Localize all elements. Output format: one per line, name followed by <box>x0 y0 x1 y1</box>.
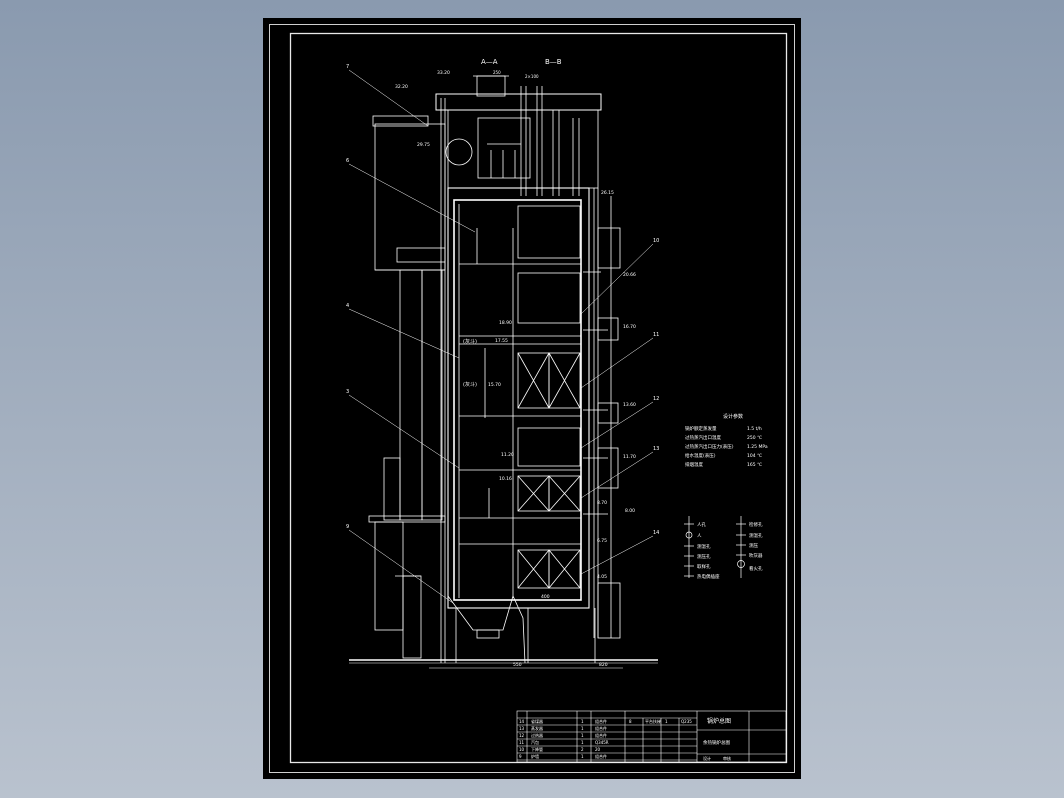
bom-material-6: 组合件 <box>595 753 607 759</box>
elevation-11: 11.20 <box>501 452 514 458</box>
legend-left-6: 热电偶插座 <box>697 573 720 580</box>
section-label-b: B—B <box>545 58 562 66</box>
boiler-elevation <box>348 69 658 669</box>
legend-right-3: 测压 <box>749 542 758 549</box>
bom-name-7: 平台扶梯 <box>645 718 661 724</box>
elevation-8: 16.70 <box>623 324 636 330</box>
bom-name-5: 下降管 <box>531 746 543 752</box>
param-value-1: 1.5 t/h <box>747 426 762 432</box>
interior-label-1: (灰斗) <box>463 338 477 345</box>
bom-no-4: 11 <box>519 740 525 745</box>
legend-right-2: 测温孔 <box>749 532 763 539</box>
callout-3: 3 <box>346 389 349 395</box>
param-label-2: 过热蒸汽出口温度 <box>685 434 721 441</box>
boiler-drawing: A—A B—B 250 2×100 7 6 4 3 9 10 11 12 13 … <box>269 24 795 773</box>
bottom-dim-2: 820 <box>599 662 608 668</box>
bom-no-6: 9 <box>519 754 522 759</box>
bom-qty-5: 2 <box>581 747 584 752</box>
outer-frame <box>269 24 795 773</box>
callout-7: 7 <box>346 64 349 70</box>
bottom-dim-1: 550 <box>513 662 522 668</box>
legend-right-1: 检修孔 <box>749 521 763 528</box>
elevation-7: 17.55 <box>495 338 508 344</box>
params-title: 设计参数 <box>723 413 743 420</box>
legend-right-4: 吹灰器 <box>749 552 763 559</box>
bom-qty-7: 1 <box>665 719 668 724</box>
elevation-4: 26.15 <box>601 190 614 196</box>
bom-name-6: 炉墙 <box>531 753 539 759</box>
callout-11: 11 <box>653 332 659 338</box>
top-dim-1: 250 <box>493 70 501 75</box>
bom-qty-6: 1 <box>581 754 584 759</box>
elevation-17: 4.05 <box>597 574 607 580</box>
legend-left-3: 测温孔 <box>697 543 711 550</box>
interior-label-2: (灰斗) <box>463 381 477 388</box>
param-label-5: 排烟温度 <box>685 461 703 468</box>
bom-material-1: 组合件 <box>595 718 607 724</box>
elevation-9: 15.70 <box>488 382 501 388</box>
callout-12: 12 <box>653 396 659 402</box>
title-block <box>516 710 787 763</box>
elevation-6: 18.90 <box>499 320 512 326</box>
bom-name-1: 省煤器 <box>531 718 543 724</box>
param-value-4: 104 ℃ <box>747 453 762 459</box>
legend-left-4: 测压孔 <box>697 553 711 560</box>
legend-left-1: 人孔 <box>697 521 706 528</box>
elevation-12: 11.70 <box>623 454 636 460</box>
elevation-2: 32.20 <box>395 84 408 90</box>
elevation-13: 10.16 <box>499 476 512 482</box>
bom-qty-2: 1 <box>581 726 584 731</box>
elevation-1: 33.20 <box>437 70 450 76</box>
inner-frame <box>289 32 788 764</box>
callout-13: 13 <box>653 446 659 452</box>
section-label-a: A—A <box>481 58 498 66</box>
param-label-3: 过热蒸汽出口压力(表压) <box>685 443 734 450</box>
legend-right-5: 看火孔 <box>749 565 763 572</box>
callout-6: 6 <box>346 158 349 164</box>
callout-14: 14 <box>653 530 659 536</box>
bom-material-2: 组合件 <box>595 725 607 731</box>
param-label-4: 给水温度(表压) <box>685 452 716 459</box>
callout-4: 4 <box>346 303 349 309</box>
elevation-5: 20.66 <box>623 272 636 278</box>
title-block-footer-1: 设计 <box>703 755 711 761</box>
title-block-footer-2: 审核 <box>723 755 731 761</box>
bom-qty-4: 1 <box>581 740 584 745</box>
param-value-3: 1.25 MPa <box>747 444 768 450</box>
bom-name-2: 蒸发器 <box>531 725 543 731</box>
top-dim-2: 2×100 <box>525 74 539 79</box>
bom-no-5: 10 <box>519 747 525 752</box>
callout-9: 9 <box>346 524 349 530</box>
callout-10: 10 <box>653 238 659 244</box>
bottom-dim-3: 400 <box>541 594 550 600</box>
elevation-15: 8.00 <box>625 508 635 514</box>
symbol-legend <box>684 516 746 578</box>
bom-no-2: 13 <box>519 726 525 731</box>
param-value-2: 250 ℃ <box>747 435 762 441</box>
bom-material-7: Q235 <box>681 719 692 724</box>
bom-qty-1: 1 <box>581 719 584 724</box>
bom-qty-3: 1 <box>581 733 584 738</box>
bom-material-5: 20 <box>595 747 601 752</box>
params-table: 设计参数 锅炉额定蒸发量 1.5 t/h 过热蒸汽出口温度 250 ℃ 过热蒸汽… <box>685 413 768 468</box>
legend-left-2: 人 <box>697 533 702 539</box>
bom-no-3: 12 <box>519 733 525 738</box>
title-block-subtitle: 余热锅炉总图 <box>703 739 730 746</box>
legend-left-5: 取样孔 <box>697 563 711 570</box>
bom-name-4: 汽包 <box>531 739 539 745</box>
elevation-14: 8.70 <box>597 500 607 506</box>
bom-material-3: 组合件 <box>595 732 607 738</box>
bom-material-4: Q345R <box>595 740 609 745</box>
bom-no-1: 14 <box>519 719 525 724</box>
drawing-sheet: A—A B—B 250 2×100 7 6 4 3 9 10 11 12 13 … <box>263 18 801 779</box>
elevation-16: 6.75 <box>597 538 607 544</box>
param-label-1: 锅炉额定蒸发量 <box>685 425 717 432</box>
elevation-3: 29.75 <box>417 142 430 148</box>
bom-name-3: 过热器 <box>531 732 543 738</box>
elevation-10: 13.60 <box>623 402 636 408</box>
title-block-title: 锅炉总图 <box>707 717 731 725</box>
param-value-5: 165 ℃ <box>747 462 762 468</box>
bom-no-7: 8 <box>629 719 632 724</box>
